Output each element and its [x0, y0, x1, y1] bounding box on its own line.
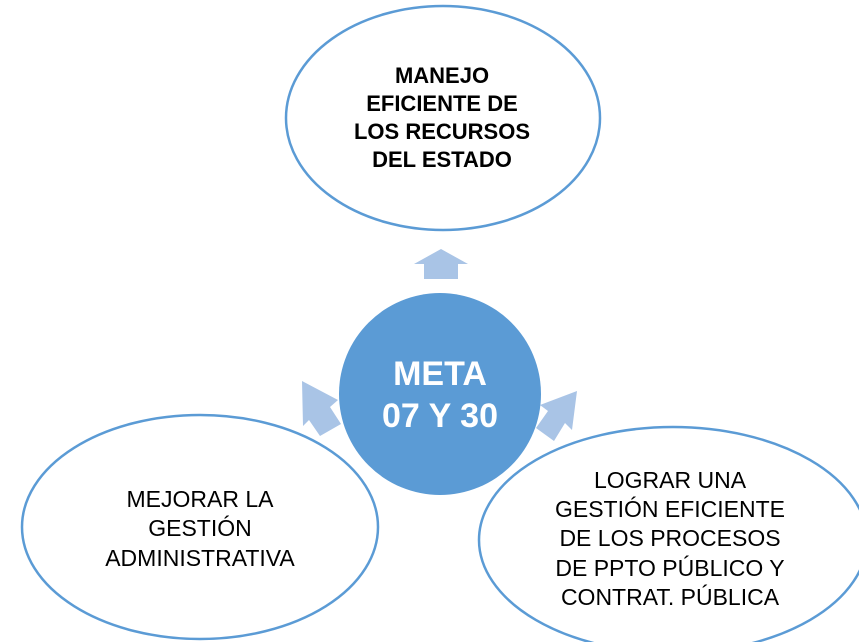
left-node-label: MEJORAR LA GESTIÓN ADMINISTRATIVA — [50, 474, 350, 584]
center-line-2: 07 Y 30 — [382, 397, 498, 435]
right-node-label: LOGRAR UNA GESTIÓN EFICIENTE DE LOS PROC… — [520, 446, 820, 632]
left-ellipse — [20, 413, 380, 641]
center-node-label: META 07 Y 30 — [345, 345, 535, 445]
left-node-text: MEJORAR LA GESTIÓN ADMINISTRATIVA — [105, 486, 295, 571]
arrow-up-icon — [414, 249, 468, 279]
top-ellipse — [284, 4, 602, 232]
arrow-left-icon — [302, 381, 341, 436]
center-line-1: META — [393, 354, 487, 393]
center-circle — [339, 293, 541, 495]
top-node-text: MANEJO EFICIENTE DE LOS RECURSOS DEL EST… — [353, 63, 531, 172]
arrow-right-icon — [536, 391, 577, 441]
right-node-text: LOGRAR UNA GESTIÓN EFICIENTE DE LOS PROC… — [554, 466, 786, 610]
top-node-label: MANEJO EFICIENTE DE LOS RECURSOS DEL EST… — [330, 52, 554, 184]
right-ellipse — [477, 425, 859, 642]
